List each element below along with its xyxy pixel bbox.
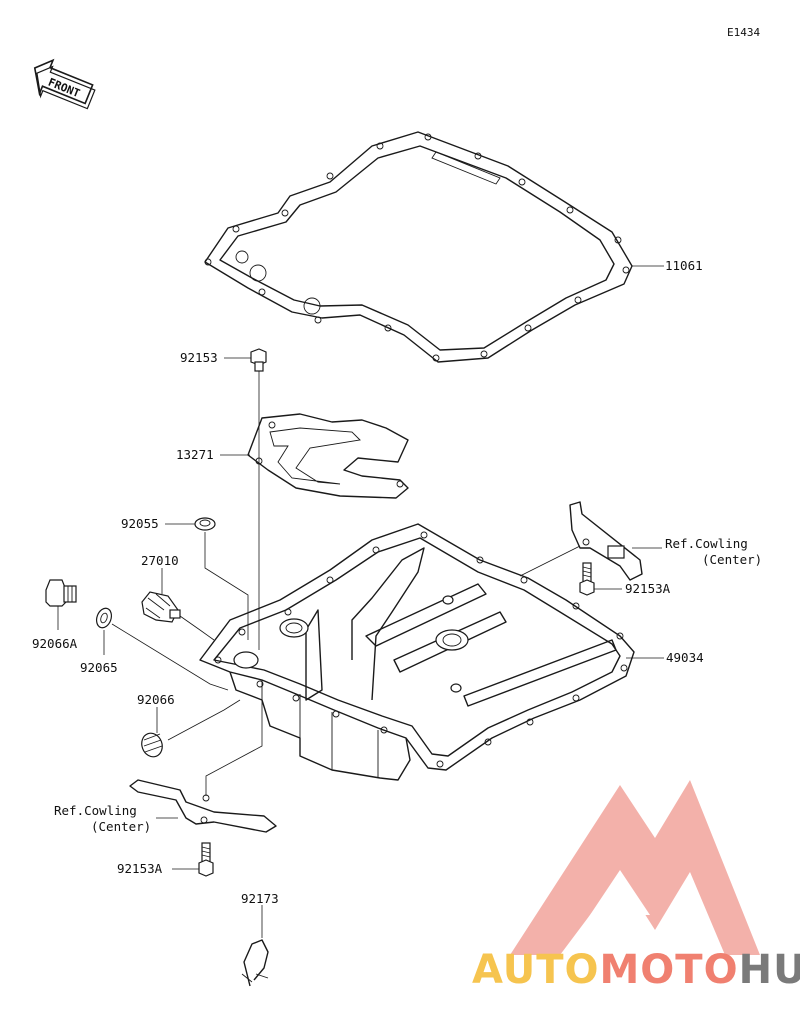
- bracket-left: [129, 779, 277, 833]
- washer-92065: [95, 607, 113, 629]
- bolt-92153: [250, 348, 267, 372]
- plug-92066: [141, 732, 163, 758]
- bolt-92153A-bottom: [198, 842, 214, 877]
- label-49034: 49034: [666, 650, 704, 665]
- washer-92055: [194, 517, 216, 531]
- label-92153A-right: 92153A: [625, 581, 671, 596]
- bracket-right: [569, 501, 643, 581]
- label-11061: 11061: [665, 258, 703, 273]
- drain-plug-92066A: [45, 579, 77, 607]
- label-92065: 92065: [80, 660, 118, 675]
- ref-cowling-left-line1: Ref.Cowling: [54, 803, 137, 818]
- label-92153-top: 92153: [180, 350, 218, 365]
- watermark-text: AUTOMOTOHUB: [472, 947, 800, 993]
- watermark-logo: [510, 780, 760, 955]
- diagram-code: E1434: [727, 26, 760, 39]
- ref-cowling-right-line1: Ref.Cowling: [665, 536, 748, 551]
- gasket-11061: [204, 131, 633, 363]
- bolt-92153A-right: [579, 562, 595, 596]
- oil-pan-49034: [199, 523, 635, 781]
- clamp-92173: [241, 939, 269, 987]
- front-arrow-icon: FRONT: [33, 58, 96, 110]
- label-92066A: 92066A: [32, 636, 78, 651]
- label-92055: 92055: [121, 516, 159, 531]
- label-13271: 13271: [176, 447, 214, 462]
- label-92173: 92173: [241, 891, 279, 906]
- label-92153A-bottom: 92153A: [117, 861, 163, 876]
- plate-13271: [247, 413, 409, 499]
- label-27010: 27010: [141, 553, 179, 568]
- switch-27010: [141, 591, 181, 623]
- ref-cowling-left-line2: (Center): [91, 819, 151, 834]
- label-92066: 92066: [137, 692, 175, 707]
- ref-cowling-right-line2: (Center): [702, 552, 762, 567]
